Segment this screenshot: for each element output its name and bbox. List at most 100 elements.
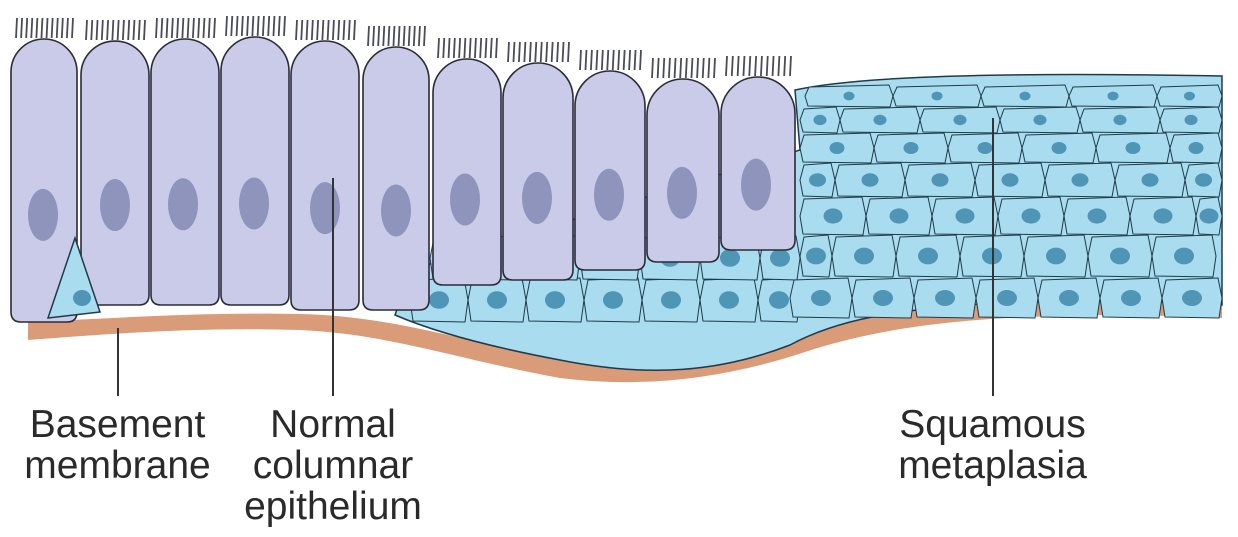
cilium: [378, 26, 379, 46]
cilium: [349, 20, 350, 40]
cilium: [26, 18, 27, 38]
cilium: [102, 20, 103, 40]
columnar-nucleus: [594, 169, 624, 221]
cilium: [273, 16, 274, 36]
columnar-cell: [221, 37, 289, 305]
cilium: [443, 38, 444, 58]
cilium: [123, 20, 124, 40]
cilium: [424, 26, 425, 46]
squamous-nucleus: [1174, 248, 1194, 265]
squamous-nucleus: [862, 173, 879, 187]
cilium: [214, 18, 215, 38]
cilium: [399, 26, 400, 46]
cilium: [563, 42, 564, 62]
cilium: [755, 56, 756, 76]
squamous-nucleus: [1020, 92, 1031, 101]
cilium: [508, 42, 509, 62]
cilium: [41, 18, 42, 38]
cilium: [629, 50, 630, 70]
cilium: [602, 50, 603, 70]
cilium: [242, 16, 243, 36]
cilium: [62, 18, 63, 38]
cilium: [112, 20, 113, 40]
cilium: [182, 18, 183, 38]
squamous-nucleus: [873, 290, 893, 306]
squamous-nucleus: [1108, 92, 1119, 101]
columnar-cell: [433, 59, 501, 285]
cilium: [607, 50, 608, 70]
cilium: [449, 38, 450, 58]
columnar-nucleus: [310, 182, 340, 234]
squamous-nucleus: [1189, 142, 1204, 154]
cilium: [404, 26, 405, 46]
squamous-metaplasia-label: Squamous metaplasia: [870, 404, 1115, 486]
cilium: [161, 18, 162, 38]
cilium: [513, 42, 514, 62]
cilium: [193, 18, 194, 38]
cilium: [761, 56, 762, 76]
squamous-nucleus: [1022, 208, 1041, 223]
cilium: [333, 20, 334, 40]
cilium: [388, 26, 389, 46]
cilium: [726, 56, 727, 76]
cilium: [47, 18, 48, 38]
cilium: [485, 38, 486, 58]
squamous-nucleus: [661, 291, 681, 309]
squamous-nucleus: [1154, 208, 1173, 223]
cilium: [591, 50, 592, 70]
cilium: [658, 58, 659, 78]
squamous-nucleus: [918, 248, 938, 265]
cilium: [496, 38, 497, 58]
cilium: [284, 16, 285, 36]
squamous-nucleus: [1052, 142, 1067, 154]
cilium: [680, 58, 681, 78]
cilium: [778, 56, 779, 76]
cilium: [419, 26, 420, 46]
normal-label-line-1: Normal: [228, 404, 438, 445]
cilium: [624, 50, 625, 70]
columnar-nucleus: [450, 174, 480, 226]
cilium: [663, 58, 664, 78]
cilium: [209, 18, 210, 38]
cilium: [118, 20, 119, 40]
cilium: [784, 56, 785, 76]
cilium: [322, 20, 323, 40]
squamous-nucleus: [1185, 115, 1198, 125]
squamous-nucleus: [997, 290, 1017, 306]
cilium: [263, 16, 264, 36]
squamous-nucleus: [1059, 290, 1079, 306]
cilium: [535, 42, 536, 62]
columnar-nucleus: [741, 159, 771, 211]
normal-label-line-2: columnar: [228, 445, 438, 486]
squamous-nucleus: [487, 291, 507, 309]
cilium: [708, 58, 709, 78]
columnar-cell: [503, 63, 573, 280]
cilium: [580, 50, 581, 70]
cilium: [343, 20, 344, 40]
squamous-nucleus: [814, 115, 827, 125]
cilium: [312, 20, 313, 40]
cilium: [198, 18, 199, 38]
cilium: [177, 18, 178, 38]
cilium: [52, 18, 53, 38]
cilium: [749, 56, 750, 76]
columnar-nucleus: [100, 179, 130, 231]
columnar-nucleus: [522, 172, 552, 224]
squamous-nucleus: [806, 248, 826, 265]
cilium: [258, 16, 259, 36]
squamous-nucleus: [830, 142, 845, 154]
cilium: [268, 16, 269, 36]
columnar-nucleus: [28, 189, 58, 241]
cilium: [354, 20, 355, 40]
normal-columnar-epithelium-label: Normal columnar epithelium: [228, 404, 438, 527]
squamous-nucleus: [769, 291, 789, 309]
squamous-nucleus: [1184, 92, 1195, 101]
cilium: [541, 42, 542, 62]
basal-cell-nucleus: [73, 290, 91, 306]
cilium: [546, 42, 547, 62]
cilium: [139, 20, 140, 40]
columnar-cell: [363, 47, 429, 310]
cilium: [133, 20, 134, 40]
cilium: [144, 20, 145, 40]
squamous-nucleus: [1126, 142, 1141, 154]
